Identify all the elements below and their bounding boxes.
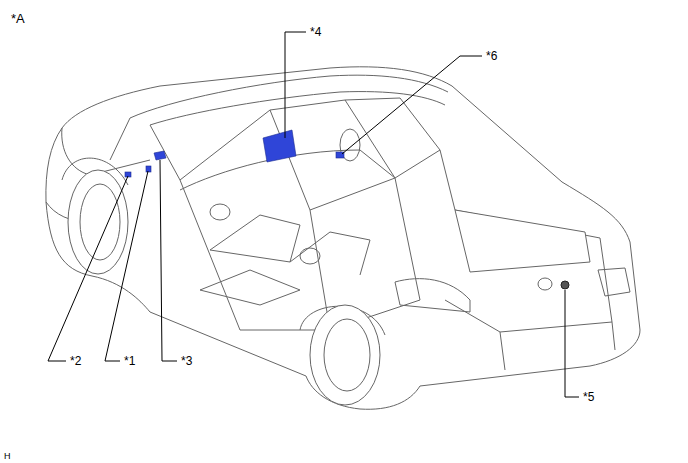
callout-number: *6 — [485, 50, 498, 62]
callout-number: *3 — [180, 355, 193, 367]
callout-number: *5 — [582, 391, 595, 403]
callout-number: *4 — [309, 26, 322, 38]
figure-code: H — [3, 452, 12, 461]
callout-number: *1 — [123, 355, 136, 367]
figure-label: *A — [10, 12, 26, 25]
callout-number: *2 — [69, 355, 82, 367]
